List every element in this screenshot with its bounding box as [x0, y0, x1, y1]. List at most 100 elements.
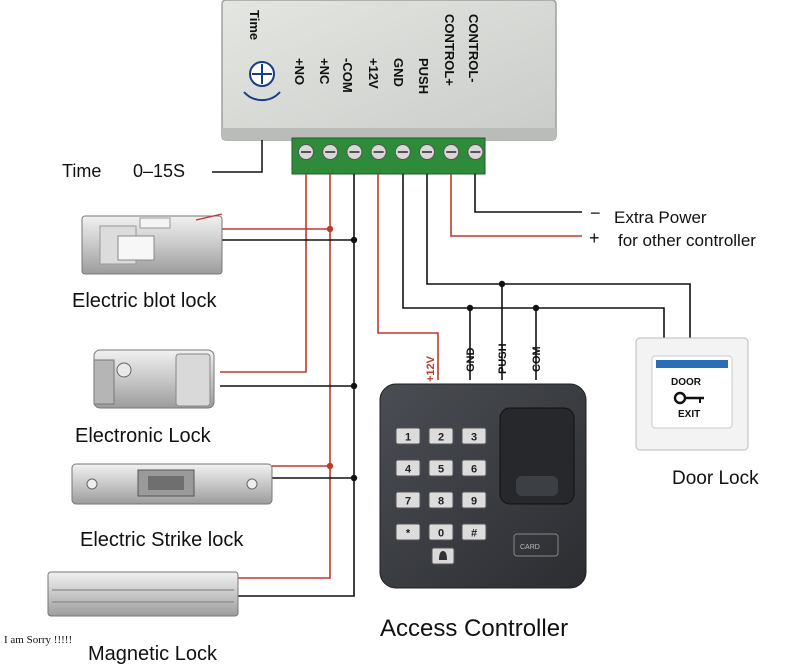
- wire-no: [220, 174, 307, 373]
- time-range-value: 0–15S: [133, 161, 185, 181]
- magnetic-lock: [47, 571, 239, 617]
- extra-power-sublabel: for other controller: [618, 231, 756, 250]
- time-knob-label: Time: [247, 10, 262, 40]
- wire-label-push: PUSH: [497, 343, 509, 374]
- keypad-key-face: [461, 491, 487, 509]
- terminal-label-control-plus: CONTROL+: [442, 14, 457, 86]
- terminal-label-no: +NO: [292, 58, 307, 85]
- keypad-key: 3: [461, 427, 487, 445]
- terminal-label-push: PUSH: [416, 58, 431, 94]
- keypad-key: 7: [395, 491, 421, 509]
- keypad-key-label: *: [406, 528, 411, 540]
- electric-strike-lock: [71, 463, 273, 505]
- wire-control-plus: [450, 174, 582, 237]
- wires: [220, 174, 691, 597]
- door-lock-label: Door Lock: [672, 468, 759, 489]
- strike-lock-label: Electric Strike lock: [80, 529, 244, 551]
- keypad-key-face: [395, 427, 421, 445]
- junction-dot: [350, 236, 358, 244]
- magnetic-lock-label: Magnetic Lock: [88, 643, 218, 665]
- keypad-key-label: 7: [405, 496, 411, 508]
- terminal-label-12v: +12V: [366, 58, 381, 89]
- junction-dot: [326, 462, 334, 470]
- wire-label-com: COM: [531, 346, 543, 372]
- keypad-key-label: 6: [471, 464, 477, 476]
- card-reader-area: [513, 533, 559, 557]
- time-knob: [243, 61, 281, 102]
- time-range-name: Time: [62, 161, 101, 181]
- extra-power-label: Extra Power: [614, 208, 707, 227]
- wire-12v: [377, 174, 439, 380]
- keypad-key-label: 4: [405, 464, 412, 476]
- keypad-key: 0: [428, 523, 454, 541]
- keypad-key: 2: [428, 427, 454, 445]
- keypad-key-label: 2: [438, 432, 444, 444]
- time-pointer-line: [212, 140, 263, 173]
- junction-dot: [532, 304, 540, 312]
- keypad-key: 9: [461, 491, 487, 509]
- card-reader-label: CARD: [520, 544, 540, 551]
- keypad-key: *: [395, 523, 421, 541]
- keypad-key-face: [428, 523, 454, 541]
- keypad: 1 2 3 4 5 6 7 8 9 * 0 #: [395, 427, 487, 541]
- keypad-key-label: 0: [438, 528, 444, 540]
- keypad-key-face: [428, 491, 454, 509]
- extra-power-plus: +: [589, 228, 600, 248]
- keypad-key-face: [395, 523, 421, 541]
- keypad-key-face: [461, 427, 487, 445]
- key-icon: [673, 391, 704, 405]
- wire-push: [426, 174, 691, 338]
- keypad-key: 6: [461, 459, 487, 477]
- sorry-note: I am Sorry !!!!!: [4, 634, 72, 646]
- keypad-key: 1: [395, 427, 421, 445]
- terminal-label-com: -COM: [340, 58, 355, 93]
- junction-dot: [498, 280, 506, 288]
- wire-label-12v: +12V: [425, 355, 437, 382]
- electronic-lock: [93, 349, 215, 409]
- junction-dot: [326, 225, 334, 233]
- terminal-labels: +NO +NC -COM +12V GND PUSH CONTROL+ CONT…: [292, 14, 481, 94]
- electric-bolt-lock: [81, 213, 223, 275]
- access-controller-label: Access Controller: [380, 615, 568, 642]
- keypad-key-face: [428, 459, 454, 477]
- wire-junctions: [326, 225, 540, 482]
- keypad-key-label: 5: [438, 464, 444, 476]
- keypad-key-face: [395, 491, 421, 509]
- wire-control-minus: [474, 174, 582, 213]
- wire-exit-com-link: [470, 307, 665, 338]
- keypad-key: 5: [428, 459, 454, 477]
- keypad-key-face: [461, 523, 487, 541]
- keypad-key-face: [428, 427, 454, 445]
- bell-icon: [439, 551, 447, 560]
- wire-label-gnd: GND: [465, 348, 477, 373]
- keypad-key-label: 3: [471, 432, 477, 444]
- terminal-label-control-minus: CONTROL-: [466, 14, 481, 83]
- keypad-key-label: 9: [471, 496, 477, 508]
- keypad-key-face: [395, 459, 421, 477]
- extra-power-minus: −: [590, 203, 601, 223]
- wire-nc: [238, 174, 331, 579]
- bolt-lock-label: Electric blot lock: [72, 290, 217, 312]
- keypad-key: 4: [395, 459, 421, 477]
- wire-gnd: [402, 174, 471, 380]
- keypad-key-label: 1: [405, 432, 411, 444]
- electronic-lock-label: Electronic Lock: [75, 425, 212, 447]
- access-controller-device: 1 2 3 4 5 6 7 8 9 * 0 # CARD: [379, 383, 587, 589]
- keypad-key-face: [461, 459, 487, 477]
- junction-dot: [350, 382, 358, 390]
- exit-button-bottom-text: EXIT: [678, 409, 700, 420]
- door-exit-button: DOOR EXIT: [635, 337, 749, 451]
- keypad-key-label: #: [471, 528, 477, 540]
- keypad-key: 8: [428, 491, 454, 509]
- power-supply-unit: Time +NO +NC -COM +12V GND PUSH CONTROL+…: [221, 0, 557, 141]
- exit-button-top-text: DOOR: [671, 377, 702, 388]
- keypad-key: #: [461, 523, 487, 541]
- junction-dot: [466, 304, 474, 312]
- keypad-key-label: 8: [438, 496, 444, 508]
- wire-com: [238, 174, 355, 597]
- terminal-block: [291, 137, 486, 175]
- terminal-label-gnd: GND: [391, 58, 406, 87]
- terminal-label-nc: +NC: [317, 58, 332, 85]
- junction-dot: [350, 474, 358, 482]
